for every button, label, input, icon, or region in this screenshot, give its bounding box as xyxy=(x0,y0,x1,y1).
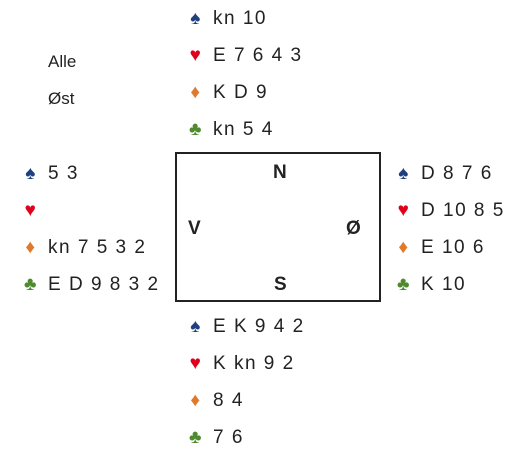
south-hand: ♠ E K 9 4 2 ♥ K kn 9 2 ♦ 8 4 ♣ 7 6 xyxy=(185,308,305,456)
heart-icon: ♥ xyxy=(397,200,411,221)
spade-icon: ♠ xyxy=(398,163,410,184)
west-diamonds: kn 7 5 3 2 xyxy=(48,237,147,258)
north-hearts-row: ♥ E 7 6 4 3 xyxy=(185,37,303,74)
south-diamonds: 8 4 xyxy=(213,390,244,411)
direction-west: V xyxy=(188,218,201,239)
west-spades: 5 3 xyxy=(48,163,79,184)
east-diamonds: E 10 6 xyxy=(421,237,485,258)
north-hearts: E 7 6 4 3 xyxy=(213,45,303,66)
diamond-icon: ♦ xyxy=(25,237,37,258)
diamond-icon: ♦ xyxy=(190,390,202,411)
south-spades-row: ♠ E K 9 4 2 xyxy=(185,308,305,345)
diamond-icon: ♦ xyxy=(398,237,410,258)
direction-south: S xyxy=(274,274,287,295)
east-hearts-row: ♥ D 10 8 5 xyxy=(393,192,505,229)
west-diamonds-row: ♦ kn 7 5 3 2 xyxy=(20,229,160,266)
north-diamonds-row: ♦ K D 9 xyxy=(185,74,303,111)
south-clubs: 7 6 xyxy=(213,427,244,448)
east-clubs-row: ♣ K 10 xyxy=(393,266,505,303)
north-diamonds: K D 9 xyxy=(213,82,269,103)
spade-icon: ♠ xyxy=(190,316,202,337)
east-hand: ♠ D 8 7 6 ♥ D 10 8 5 ♦ E 10 6 ♣ K 10 xyxy=(393,155,505,303)
west-hearts-row: ♥ xyxy=(20,192,160,229)
east-clubs: K 10 xyxy=(421,274,467,295)
club-icon: ♣ xyxy=(189,427,203,448)
club-icon: ♣ xyxy=(397,274,411,295)
south-hearts: K kn 9 2 xyxy=(213,353,295,374)
west-clubs: E D 9 8 3 2 xyxy=(48,274,160,295)
north-hand: ♠ kn 10 ♥ E 7 6 4 3 ♦ K D 9 ♣ kn 5 4 xyxy=(185,0,303,148)
north-clubs: kn 5 4 xyxy=(213,119,274,140)
south-hearts-row: ♥ K kn 9 2 xyxy=(185,345,305,382)
south-clubs-row: ♣ 7 6 xyxy=(185,419,305,456)
west-clubs-row: ♣ E D 9 8 3 2 xyxy=(20,266,160,303)
heart-icon: ♥ xyxy=(189,353,203,374)
club-icon: ♣ xyxy=(189,119,203,140)
bridge-table: N V Ø S xyxy=(175,152,381,302)
heart-icon: ♥ xyxy=(24,200,38,221)
club-icon: ♣ xyxy=(24,274,38,295)
east-hearts: D 10 8 5 xyxy=(421,200,505,221)
direction-north: N xyxy=(273,162,287,183)
south-diamonds-row: ♦ 8 4 xyxy=(185,382,305,419)
east-spades-row: ♠ D 8 7 6 xyxy=(393,155,505,192)
spade-icon: ♠ xyxy=(190,8,202,29)
diamond-icon: ♦ xyxy=(190,82,202,103)
dealer-label: Øst xyxy=(48,89,75,108)
spade-icon: ♠ xyxy=(25,163,37,184)
vulnerability-label: Alle xyxy=(48,52,77,71)
east-diamonds-row: ♦ E 10 6 xyxy=(393,229,505,266)
heart-icon: ♥ xyxy=(189,45,203,66)
north-spades: kn 10 xyxy=(213,8,267,29)
west-spades-row: ♠ 5 3 xyxy=(20,155,160,192)
north-spades-row: ♠ kn 10 xyxy=(185,0,303,37)
east-spades: D 8 7 6 xyxy=(421,163,493,184)
north-clubs-row: ♣ kn 5 4 xyxy=(185,111,303,148)
direction-east: Ø xyxy=(346,218,361,239)
south-spades: E K 9 4 2 xyxy=(213,316,305,337)
west-hand: ♠ 5 3 ♥ ♦ kn 7 5 3 2 ♣ E D 9 8 3 2 xyxy=(20,155,160,303)
